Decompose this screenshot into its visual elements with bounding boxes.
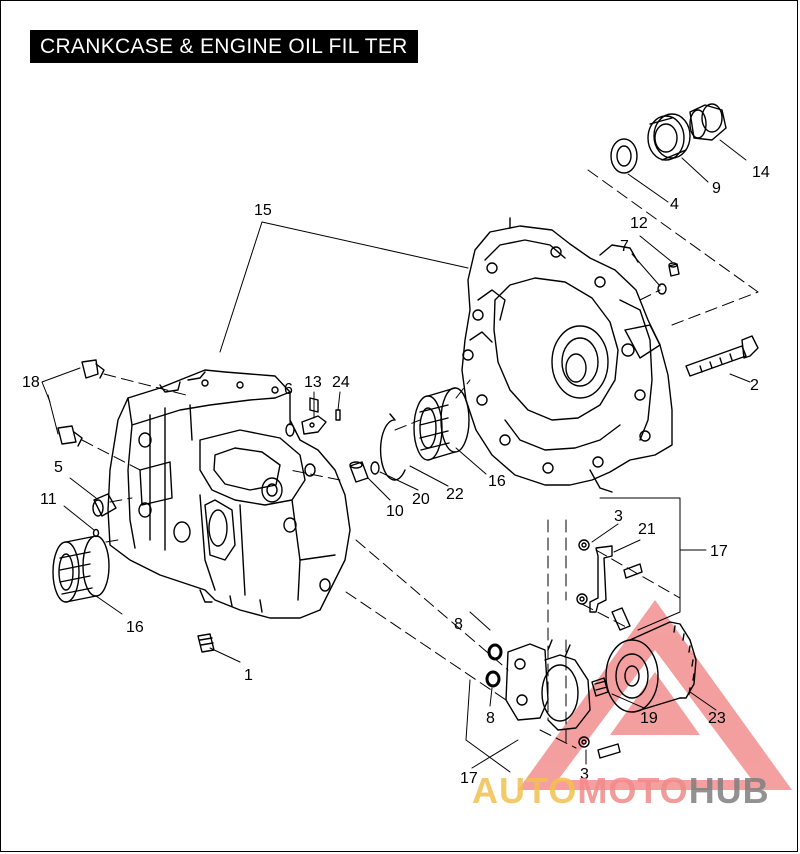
callout-8b: 8	[486, 710, 495, 727]
alignment-lines	[81, 169, 759, 749]
callout-13: 13	[304, 374, 322, 391]
part-20-oring	[370, 461, 380, 475]
part-23-oil-filter	[605, 621, 697, 713]
callout-15: 15	[254, 202, 272, 219]
callout-10: 10	[386, 503, 404, 520]
callout-8a: 8	[454, 616, 463, 633]
part-4-seal	[610, 138, 638, 174]
part-2-bolt	[685, 335, 759, 377]
watermark-hub: HUB	[688, 770, 770, 811]
callout-17b: 17	[460, 770, 478, 787]
callout-6: 6	[284, 381, 293, 398]
part-17-filter-adapter	[505, 639, 591, 731]
callout-16a: 16	[488, 473, 506, 490]
part-18-stud-lower	[57, 425, 83, 447]
watermark-auto: AUTO	[472, 770, 578, 811]
callout-12: 12	[630, 215, 648, 232]
part-5-needle-bearing	[92, 493, 117, 517]
part-8-oring-lower	[485, 670, 501, 688]
callout-5: 5	[54, 459, 63, 476]
callout-20: 20	[412, 491, 430, 508]
watermark-moto: MOTO	[577, 770, 689, 811]
part-22-snap-ring	[379, 413, 406, 481]
part-10-dowel	[349, 461, 369, 483]
watermark-logo-text: AUTOMOTOHUB	[472, 770, 770, 812]
part-16-roller-bearing-left	[52, 535, 110, 603]
leader-lines	[41, 139, 751, 773]
part-7-oring	[657, 283, 667, 295]
callout-7: 7	[620, 238, 629, 255]
part-3-washers	[576, 539, 621, 759]
callout-3a: 3	[614, 508, 623, 525]
part-1-plug	[197, 633, 215, 653]
part-6-oring	[285, 423, 295, 437]
right-crankcase-half	[461, 217, 673, 493]
callout-19: 19	[640, 710, 658, 727]
left-crankcase-half	[107, 369, 351, 619]
part-9-bearing	[647, 113, 691, 161]
callout-11: 11	[40, 491, 57, 508]
callout-1: 1	[244, 667, 253, 684]
callout-17a: 17	[710, 543, 728, 560]
callout-14: 14	[752, 164, 770, 181]
part-14-bushing	[689, 103, 727, 141]
callout-3b: 3	[580, 766, 589, 783]
page-title: CRANKCASE & ENGINE OIL FIL TER	[30, 30, 418, 63]
callout-22: 22	[446, 486, 464, 503]
callout-23: 23	[708, 710, 726, 727]
callout-9: 9	[712, 180, 721, 197]
part-12-dowel	[668, 262, 680, 277]
callout-labels: 1 2 3 3 4 5 6 7 8 8 9 10 11 12 13 14 15 …	[22, 164, 770, 787]
callout-2: 2	[750, 377, 759, 394]
callout-16b: 16	[126, 619, 144, 636]
watermark-triangle	[518, 600, 792, 790]
part-21-bracket	[589, 545, 643, 631]
part-8-oring-upper	[487, 643, 503, 661]
part-13-plate	[301, 397, 327, 435]
callout-24: 24	[332, 374, 350, 391]
part-16-roller-bearing-right	[413, 387, 470, 461]
part-24-screw	[335, 409, 341, 421]
callout-21: 21	[638, 521, 656, 538]
callout-4: 4	[670, 196, 679, 213]
callout-18: 18	[22, 374, 40, 391]
part-18-stud-upper	[81, 359, 105, 379]
